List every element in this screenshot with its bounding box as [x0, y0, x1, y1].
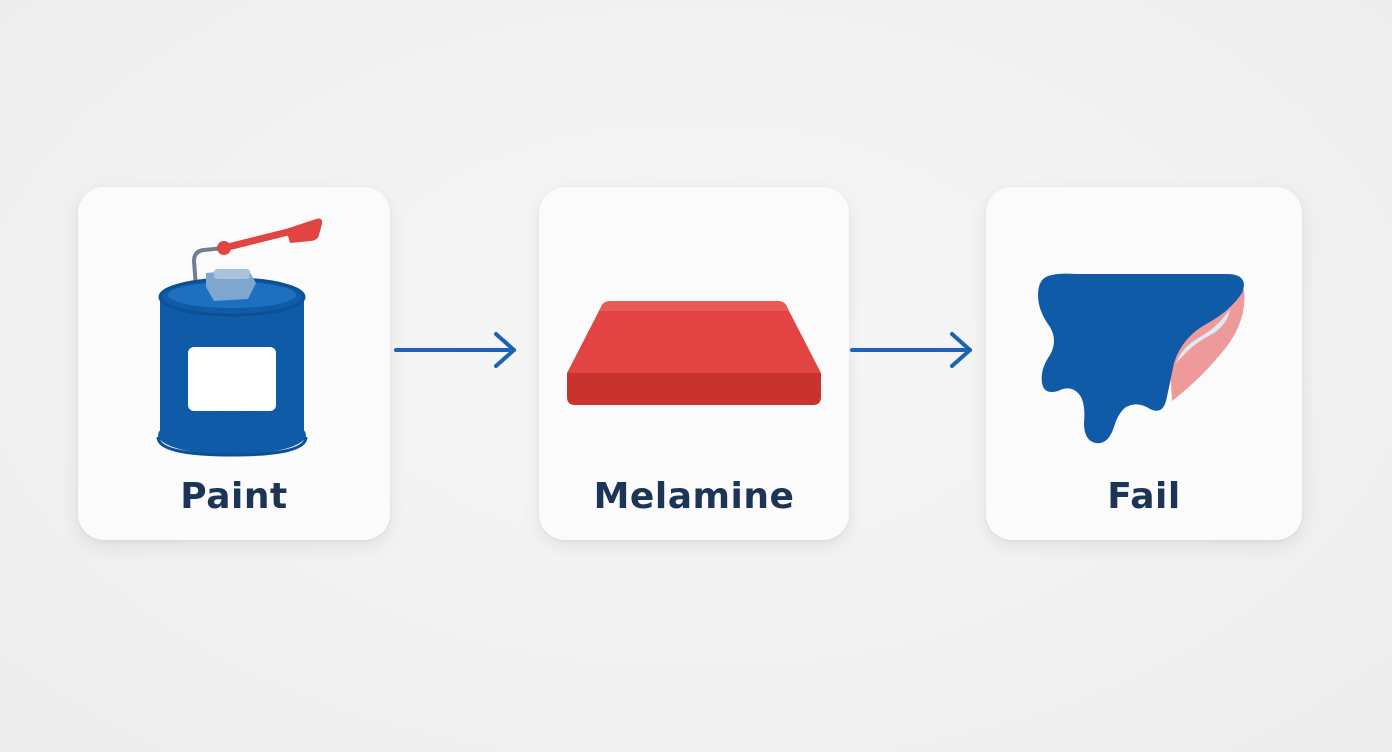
fail-step-card: Fail [986, 187, 1302, 540]
peeling-paint-icon [1038, 273, 1245, 444]
right-arrow-icon [394, 332, 516, 368]
melamine-step-card: Melamine [539, 187, 849, 540]
right-arrow-icon [850, 332, 972, 368]
paint-can-icon [156, 218, 323, 457]
melamine-label: Melamine [593, 476, 795, 517]
paint-label: Paint [180, 476, 288, 517]
melamine-board-icon [567, 301, 821, 405]
paint-step-card: Paint [78, 187, 390, 540]
fail-label: Fail [1107, 476, 1181, 517]
